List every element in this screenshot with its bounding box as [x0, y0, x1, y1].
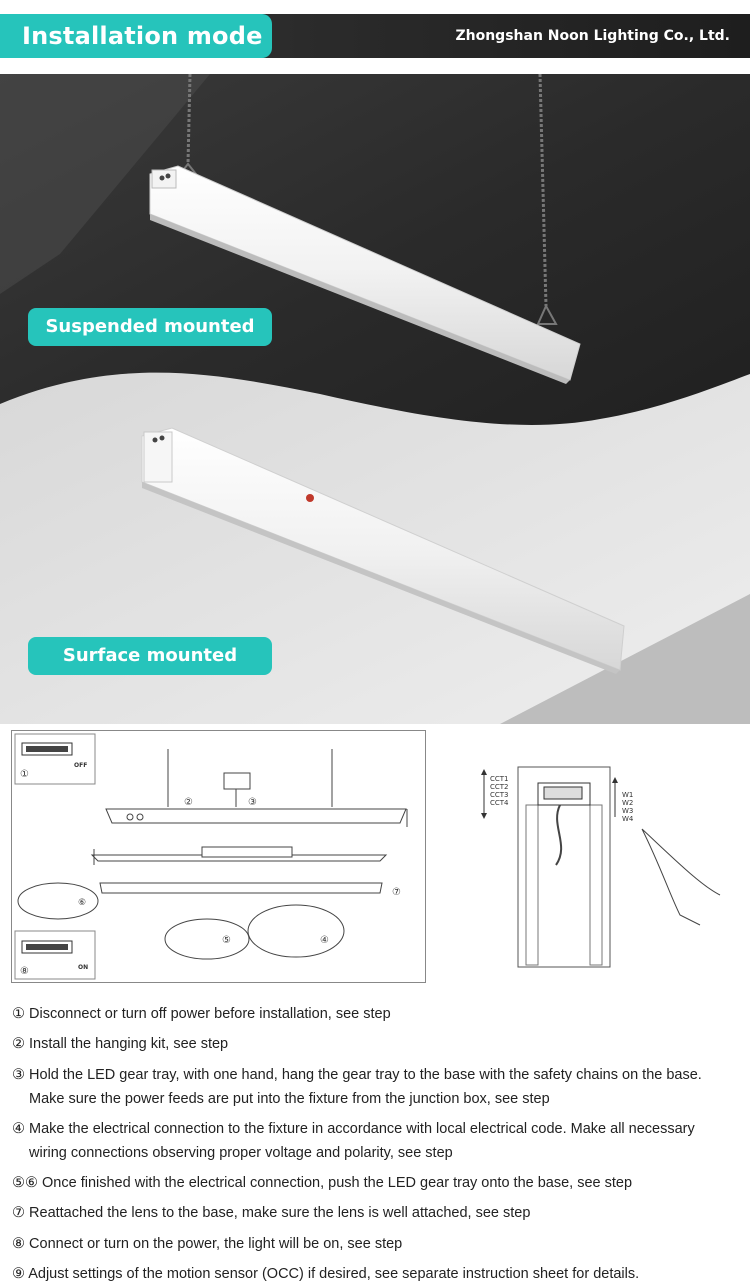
marker-1: ①: [20, 769, 29, 780]
step-3-text-line2: Make sure the power feeds are put into t…: [29, 1091, 550, 1107]
step-8: ⑧ Connect or turn on the power, the ligh…: [12, 1232, 402, 1256]
step-7: ⑦ Reattached the lens to the base, make …: [12, 1201, 530, 1225]
cct-wattage-diagram: CCT1 CCT2 CCT3 CCT4 W1 W2 W3 W4: [470, 745, 740, 975]
surface-mounted-label: Surface mounted: [28, 637, 272, 675]
surface-fixture: [141, 427, 625, 674]
company-name: Zhongshan Noon Lighting Co., Ltd.: [455, 28, 730, 44]
step-2: ② Install the hanging kit, see step: [12, 1032, 228, 1056]
cct4-label: CCT4: [490, 799, 509, 807]
cct2-label: CCT2: [490, 783, 509, 791]
header: Installation mode Zhongshan Noon Lightin…: [0, 0, 750, 74]
step-5-6: ⑤⑥ Once finished with the electrical con…: [12, 1171, 632, 1195]
marker-5: ⑤: [222, 935, 231, 946]
marker-3: ③: [248, 797, 257, 808]
step-4: ④ Make the electrical connection to the …: [12, 1117, 695, 1165]
step-4-text-line2: wiring connections observing proper volt…: [29, 1145, 453, 1161]
marker-8: ⑧: [20, 966, 29, 977]
suspended-mounted-label: Suspended mounted: [28, 308, 272, 346]
marker-4: ④: [320, 935, 329, 946]
step-4-text: ④ Make the electrical connection to the …: [12, 1121, 695, 1137]
off-label: OFF: [74, 762, 87, 769]
suspended-fixture: [149, 165, 581, 384]
step-7-text: ⑦ Reattached the lens to the base, make …: [12, 1205, 531, 1221]
cct-wattage-svg: CCT1 CCT2 CCT3 CCT4 W1 W2 W3 W4: [481, 766, 721, 968]
step-1-text: ① Disconnect or turn off power before in…: [12, 1006, 391, 1022]
step-2-text: ② Install the hanging kit, see step: [12, 1036, 229, 1052]
marker-6: ⑥: [78, 898, 86, 908]
step-8-text: ⑧ Connect or turn on the power, the ligh…: [12, 1236, 403, 1252]
chain-left: [186, 74, 192, 165]
product-scene: Suspended mounted Surface mounted: [0, 74, 750, 724]
installation-diagram-svg: ① OFF ③ ② ⑦ ⑥ ⑤ ④ ⑧ ON: [14, 733, 408, 980]
w4-label: W4: [622, 815, 634, 823]
cct3-label: CCT3: [490, 791, 509, 799]
step-3: ③ Hold the LED gear tray, with one hand,…: [12, 1063, 702, 1111]
step-1: ① Disconnect or turn off power before in…: [12, 1002, 391, 1026]
on-label: ON: [78, 964, 88, 971]
w2-label: W2: [622, 799, 633, 807]
step-9-text: ⑨ Adjust settings of the motion sensor (…: [12, 1266, 640, 1282]
step-3-text: ③ Hold the LED gear tray, with one hand,…: [12, 1067, 702, 1083]
marker-2: ②: [184, 797, 193, 808]
w3-label: W3: [622, 807, 633, 815]
w1-label: W1: [622, 791, 633, 799]
scene-illustration: [0, 74, 750, 724]
marker-7: ⑦: [392, 887, 401, 898]
chain-right: [538, 74, 548, 307]
hand-illustration: [641, 828, 721, 926]
page-title: Installation mode: [0, 14, 272, 58]
cct1-label: CCT1: [490, 775, 509, 783]
step-5-6-text: ⑤⑥ Once finished with the electrical con…: [12, 1175, 633, 1191]
sensor-indicator: [306, 494, 314, 502]
step-9: ⑨ Adjust settings of the motion sensor (…: [12, 1262, 639, 1286]
installation-diagram: ① OFF ③ ② ⑦ ⑥ ⑤ ④ ⑧ ON: [11, 730, 426, 983]
